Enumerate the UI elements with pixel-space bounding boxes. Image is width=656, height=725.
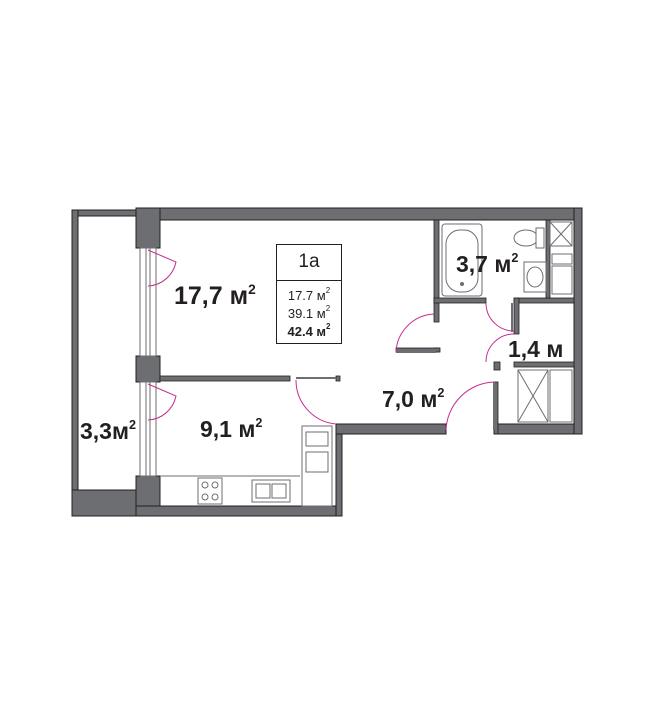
total-with-balcony-line: 42.4 м2 [277, 322, 341, 339]
balcony-area-sup: 2 [129, 417, 137, 432]
bathroom-area-value: 3,7 м [456, 251, 512, 277]
total-area-line: 39.1 м2 [277, 304, 341, 321]
wc-area: 1,4 м [508, 338, 563, 361]
total-area-sup: 2 [325, 304, 331, 313]
exterior-walls [135, 207, 583, 517]
kitchen-area-value: 9,1 м [200, 416, 256, 442]
apartment-number: 1а [298, 251, 320, 272]
windows-left [139, 247, 157, 477]
living-area-line: 17.7 м2 [277, 286, 341, 303]
kitchen-counter [160, 425, 333, 507]
doors [147, 249, 515, 431]
kitchen-area-sup: 2 [255, 415, 263, 430]
wc-area-value: 1,4 м [508, 336, 564, 362]
total-with-balcony-sup: 2 [326, 322, 331, 331]
bathroom-area: 3,7 м2 [456, 250, 519, 277]
hall-area-value: 7,0 м [382, 386, 438, 412]
hall-area: 7,0 м2 [382, 385, 445, 412]
interior-walls [159, 219, 575, 435]
toilet [513, 227, 545, 249]
kitchen-area: 9,1 м2 [200, 415, 263, 442]
bathtub [441, 223, 483, 297]
living-area-sup: 2 [325, 286, 331, 295]
info-divider [277, 280, 341, 281]
bathroom-area-sup: 2 [511, 250, 519, 265]
living-area-value: 17.7 м [287, 288, 326, 303]
total-with-balcony-value: 42.4 м [287, 324, 327, 339]
hall-area-sup: 2 [437, 385, 445, 400]
door-leaves [296, 303, 513, 430]
balcony-walls [71, 209, 137, 517]
living-room-area-value: 17,7 м [174, 282, 249, 310]
sink [523, 261, 547, 293]
living-room-area-sup: 2 [248, 281, 256, 297]
living-room-area: 17,7 м2 [174, 281, 256, 310]
balcony-area: 3,3м2 [80, 417, 137, 444]
total-area-value: 39.1 м [287, 306, 326, 321]
apartment-info-box: 1а 17.7 м2 39.1 м2 42.4 м2 [276, 244, 342, 344]
shafts [517, 221, 573, 423]
balcony-area-value: 3,3м [80, 418, 129, 444]
